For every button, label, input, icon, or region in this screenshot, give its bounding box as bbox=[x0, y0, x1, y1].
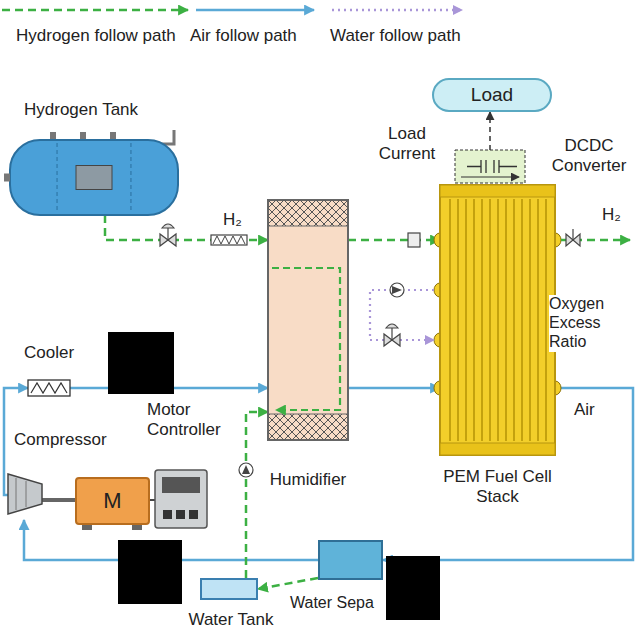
dcdc-converter: DCDC Converter bbox=[455, 150, 525, 183]
hydrogen-exhaust bbox=[561, 229, 630, 246]
motor-controller-shape bbox=[155, 470, 207, 528]
node-label: Motor Controller bbox=[147, 400, 237, 440]
motor-controller: Motor Controller bbox=[155, 470, 207, 528]
node-label: DCDC Converter bbox=[548, 136, 630, 176]
node-label: Compressor bbox=[14, 430, 124, 450]
dcdc-converter-shape bbox=[455, 150, 525, 183]
legend-line bbox=[2, 9, 188, 12]
water-separator: Water Sepa bbox=[318, 540, 383, 580]
spacer bbox=[245, 560, 246, 578]
node-label: M bbox=[103, 488, 121, 514]
fuel-cell-stack-shape bbox=[440, 185, 555, 455]
humidifier-shape bbox=[268, 200, 348, 440]
flow-connector bbox=[489, 112, 491, 150]
node-label: Humidifier bbox=[248, 470, 368, 490]
flow-connector bbox=[42, 498, 75, 502]
flow-label: Air bbox=[574, 400, 595, 420]
flow-meter bbox=[211, 235, 247, 245]
flow-connector bbox=[348, 387, 440, 390]
compressor: Compressor bbox=[8, 468, 42, 520]
node-label: PEM Fuel Cell Stack bbox=[435, 467, 560, 507]
flow-connector bbox=[246, 412, 268, 578]
flow-connector bbox=[258, 578, 318, 589]
node-label: Water Sepa bbox=[290, 594, 385, 613]
motor-feet bbox=[82, 525, 142, 530]
cooler-shape bbox=[28, 380, 70, 396]
edge-label: H₂ bbox=[222, 210, 243, 230]
fuel-cell-stack: PEM Fuel Cell Stack bbox=[440, 185, 555, 455]
hydrogen-valve bbox=[160, 224, 176, 246]
legend-line bbox=[196, 9, 314, 12]
signal-label: Load Current bbox=[374, 124, 440, 164]
humidifier: Humidifier bbox=[268, 200, 348, 440]
pipe-connector bbox=[408, 233, 420, 247]
legend-label: Hydrogen follow path bbox=[16, 26, 176, 46]
coolant-loop bbox=[370, 283, 434, 346]
hydrogen-tank-shape bbox=[10, 140, 178, 215]
hydrogen-tank: Hydrogen Tank bbox=[10, 140, 178, 215]
water-tank: Water Tank bbox=[200, 578, 258, 600]
load-box: Load bbox=[432, 78, 552, 112]
callout-label: Oxygen Excess Ratio bbox=[549, 295, 638, 352]
water-pump bbox=[239, 463, 253, 477]
motor: M bbox=[75, 477, 150, 525]
compressor-shape bbox=[8, 468, 42, 520]
cooler: Cooler bbox=[28, 380, 70, 396]
gas-label: H₂ bbox=[602, 205, 621, 225]
legend-line bbox=[332, 9, 462, 12]
node-label: Load bbox=[471, 84, 513, 106]
flow-connector bbox=[348, 239, 440, 242]
legend-label: Water follow path bbox=[330, 26, 461, 46]
node-label: Hydrogen Tank bbox=[24, 100, 174, 120]
node-label: Cooler bbox=[24, 343, 94, 363]
node-label: Water Tank bbox=[181, 610, 281, 630]
legend-label: Air follow path bbox=[190, 26, 297, 46]
